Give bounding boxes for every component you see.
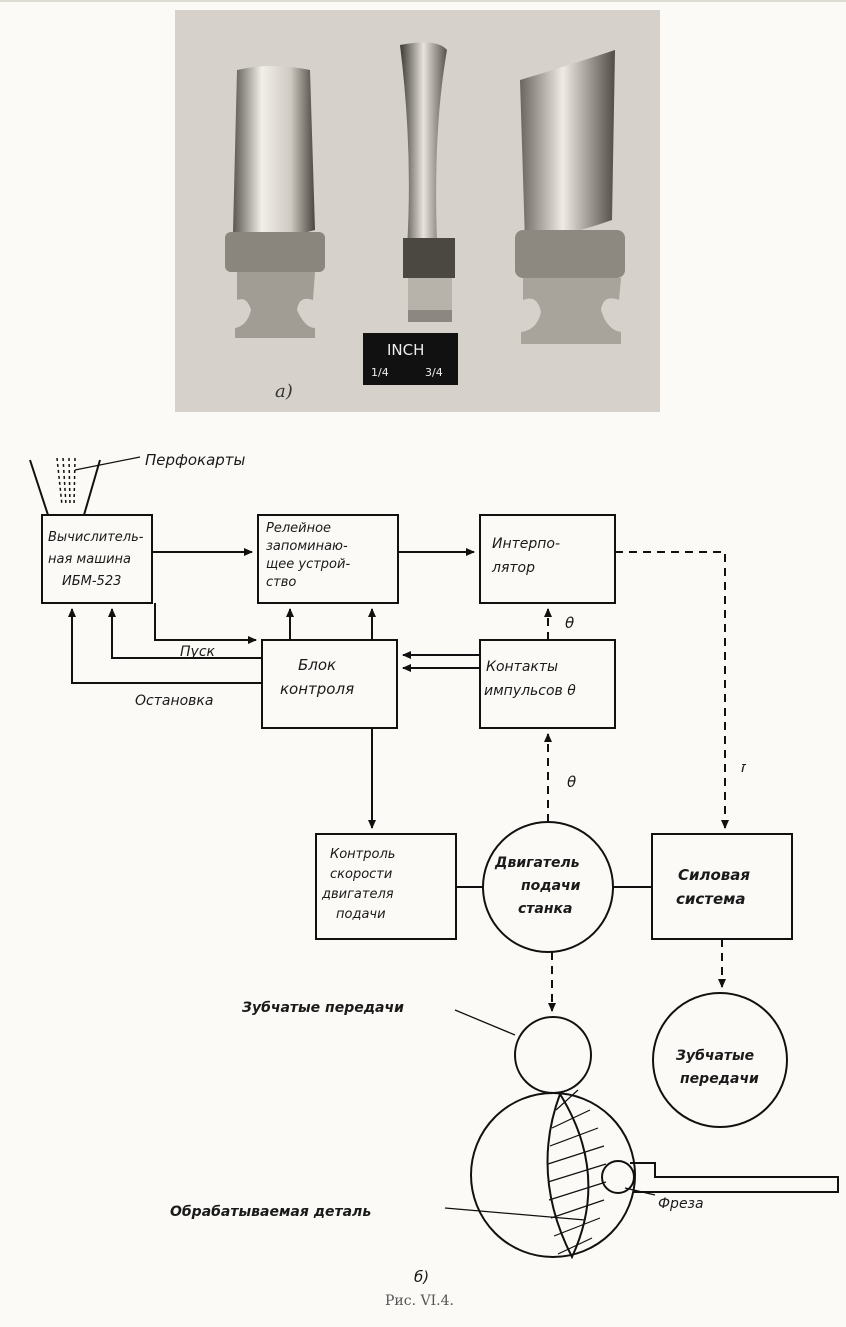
- power-system-box: [652, 834, 792, 939]
- power-line-1: Силовая: [678, 866, 750, 884]
- gears-left-label: Зубчатые передачи: [242, 1000, 404, 1016]
- memory-line-1: Релейное: [266, 521, 331, 536]
- interpolator-line-1: Интерпо-: [492, 536, 560, 552]
- cards-leader: [75, 457, 140, 470]
- interpolator-box: [480, 515, 615, 603]
- hopper-left-edge: [30, 460, 48, 515]
- gamma-label: ז: [740, 758, 747, 776]
- cutter-circle: [602, 1161, 634, 1193]
- gears-right-line-2: передачи: [680, 1071, 759, 1087]
- control-line-2: контроля: [280, 680, 354, 698]
- theta-upper: θ: [565, 614, 574, 632]
- punch-cards-icon: [57, 458, 75, 505]
- interpolator-line-2: лятор: [491, 560, 535, 576]
- arrow-stop: [72, 609, 262, 683]
- contacts-line-2: импульсов θ: [484, 683, 576, 699]
- gears-right-line-1: Зубчатые: [676, 1048, 754, 1064]
- theta-lower: θ: [567, 773, 576, 791]
- workpiece-label: Обрабатываемая деталь: [170, 1204, 371, 1220]
- motor-line-2: подачи: [521, 878, 581, 894]
- label-b: б): [414, 1268, 429, 1286]
- figure-caption: Рис. VI.4.: [385, 1293, 454, 1309]
- workpiece-hatching: [548, 1090, 606, 1254]
- memory-line-3: щее устрой-: [266, 557, 350, 572]
- control-line-1: Блок: [298, 656, 336, 674]
- speed-line-1: Контроль: [330, 847, 395, 862]
- arrow-computer-to-control: [155, 603, 256, 640]
- speed-line-4: подачи: [336, 907, 386, 922]
- cards-label: Перфокарты: [145, 451, 246, 469]
- memory-line-2: запоминаю-: [266, 539, 348, 554]
- leader-gears-left: [455, 1010, 515, 1035]
- dashed-interpolator-to-power: [615, 552, 725, 828]
- speed-line-3: двигателя: [321, 887, 394, 902]
- motor-line-1: Двигатель: [494, 855, 580, 871]
- contacts-line-1: Контакты: [486, 659, 558, 675]
- motor-line-3: станка: [518, 901, 572, 917]
- computer-line-2: ная машина: [48, 552, 131, 567]
- stop-label: Остановка: [135, 693, 213, 709]
- start-label: Пуск: [180, 644, 216, 660]
- cutter-arbor: [630, 1163, 838, 1192]
- power-line-2: система: [676, 890, 746, 908]
- computer-line-3: ИБМ-523: [62, 574, 121, 589]
- computer-line-1: Вычислитель-: [48, 530, 144, 545]
- speed-line-2: скорости: [330, 867, 392, 882]
- memory-line-4: ство: [266, 575, 296, 590]
- small-gear-circle: [515, 1017, 591, 1093]
- cutter-label: Фреза: [658, 1196, 704, 1212]
